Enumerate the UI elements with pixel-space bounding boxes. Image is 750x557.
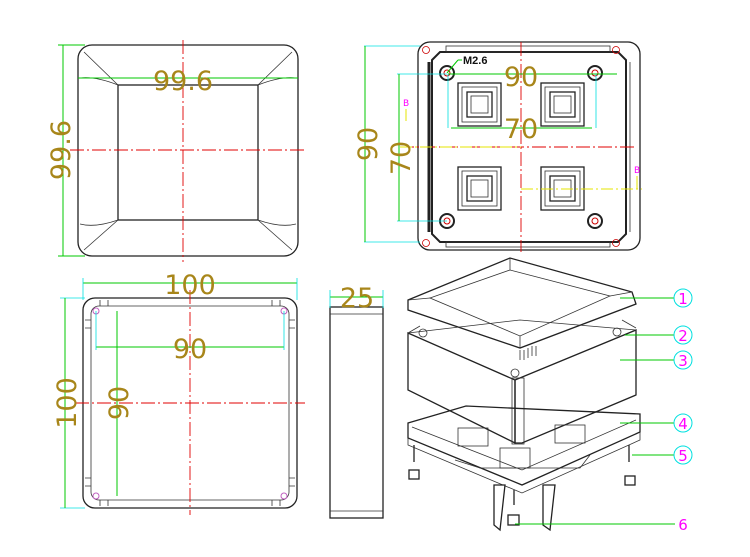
bottom-inner-height-dim: 90: [104, 386, 135, 420]
svg-text:2: 2: [678, 327, 688, 345]
svg-text:6: 6: [678, 516, 688, 534]
base-part: [407, 405, 641, 494]
callouts: 1 2 3 4 5 6: [673, 288, 693, 534]
side-outline: [329, 306, 384, 519]
screw-size-label: M2.6: [463, 55, 487, 67]
exploded-view: 1 2 3 4 5 6: [407, 257, 693, 534]
callout-5: 5: [673, 445, 693, 465]
corner-holes: [422, 46, 620, 247]
lid-outline: [77, 44, 299, 257]
side-view: 25: [329, 283, 384, 519]
base-inner-width-dim: 70: [504, 114, 538, 145]
bottom-height-dim: 100: [52, 377, 83, 429]
base-outer-height-dim: 90: [353, 127, 384, 161]
base-plate-outline: [417, 41, 641, 251]
svg-text:5: 5: [678, 447, 688, 465]
callout-leaders: [515, 297, 675, 525]
base-outer-width-dim: 90: [504, 62, 538, 93]
side-height-dim: 25: [340, 283, 374, 314]
terminal-blocks: [457, 82, 585, 211]
screw-bosses: [439, 65, 603, 229]
lid-top-face: [117, 84, 259, 221]
callout-6: 6: [678, 516, 688, 534]
svg-text:4: 4: [678, 415, 688, 433]
bottom-view: 100 90 100 90: [52, 270, 305, 515]
svg-text:3: 3: [678, 352, 688, 370]
base-inner-height-dim: 70: [386, 141, 417, 175]
svg-text:1: 1: [678, 290, 688, 308]
top-height-dim: 99.6: [46, 120, 77, 180]
base-view: M2.6 90 70 90 70 B B: [353, 41, 642, 252]
section-mark-right: B: [634, 166, 640, 176]
lid-part: [407, 257, 637, 349]
callout-4: 4: [673, 413, 693, 433]
callout-3: 3: [673, 350, 693, 370]
callout-1: 1: [673, 288, 693, 308]
bottom-inner-width-dim: 90: [173, 334, 207, 365]
section-mark-left: B: [403, 99, 409, 109]
top-view: 99.6 99.6: [46, 40, 305, 262]
screws: [408, 445, 636, 532]
top-width-dim: 99.6: [153, 66, 213, 97]
housing-part: [407, 319, 637, 445]
bottom-width-dim: 100: [164, 270, 216, 301]
callout-2: 2: [673, 325, 693, 345]
